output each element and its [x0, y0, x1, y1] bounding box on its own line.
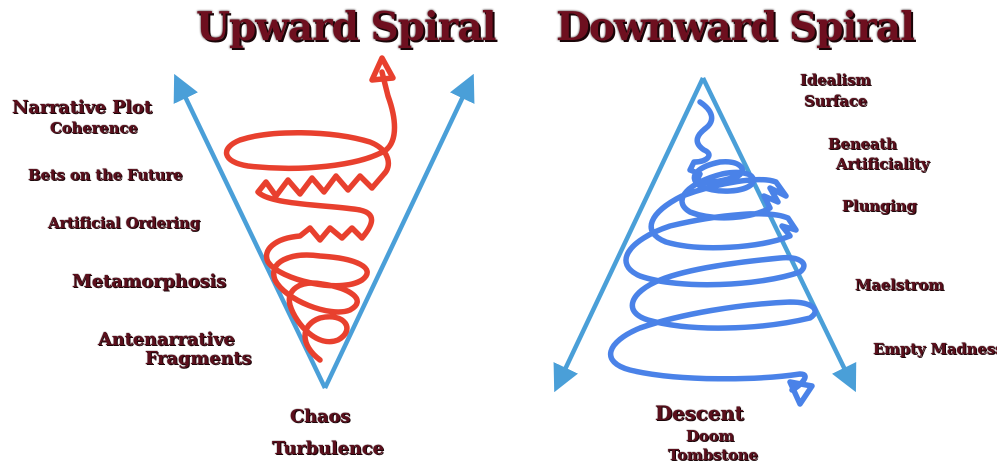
label-surface: Surface: [804, 92, 868, 110]
upward-spiral-title: Upward Spiral: [196, 4, 496, 50]
upward-left-arrow: [173, 73, 328, 389]
upward-right-arrow: [322, 73, 475, 389]
label-metamorphosis: Metamorphosis: [72, 271, 227, 292]
downward-triangle: [553, 77, 857, 393]
downward-right-arrow: [700, 77, 857, 393]
label-descent: Descent: [655, 401, 744, 425]
label-artificiality: Artificiality: [836, 155, 930, 173]
label-chaos: Chaos: [290, 406, 351, 427]
upward-red-spiral: [224, 69, 398, 363]
upward-v-shape: [173, 73, 475, 389]
label-idealism: Idealism: [800, 71, 871, 89]
label-beneath: Beneath: [828, 135, 897, 153]
label-tombstone: Tombstone: [668, 446, 758, 464]
label-maelstrom: Maelstrom: [855, 276, 944, 294]
label-doom: Doom: [686, 427, 735, 445]
downward-left-arrow: [553, 77, 706, 393]
label-narrative-plot: Narrative Plot: [12, 97, 152, 118]
label-plunging: Plunging: [842, 197, 917, 215]
label-fragments: Fragments: [145, 348, 252, 369]
label-empty-madness: Empty Madness: [873, 340, 997, 358]
downward-spiral-title: Downward Spiral: [556, 4, 915, 50]
label-antenarrative: Antenarrative: [98, 329, 235, 350]
downward-blue-spiral: [608, 99, 818, 393]
label-coherence: Coherence: [50, 119, 138, 137]
label-turbulence: Turbulence: [272, 438, 384, 459]
label-bets-on-the-future: Bets on the Future: [28, 166, 183, 184]
upward-red-arrowhead: [369, 55, 396, 83]
label-artificial-ordering: Artificial Ordering: [48, 214, 200, 232]
downward-blue-arrowhead: [787, 379, 815, 407]
